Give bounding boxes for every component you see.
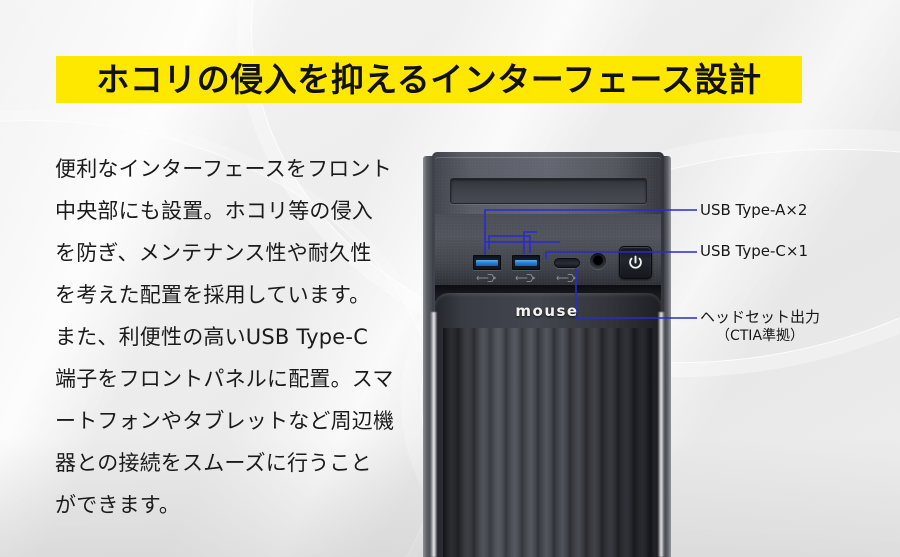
- headline-banner: ホコリの侵入を抑えるインターフェース設計: [56, 56, 802, 103]
- callout-headset-label-line1: ヘッドセット出力: [700, 308, 821, 326]
- power-button[interactable]: [619, 246, 652, 279]
- body-copy-line: ができます。: [55, 493, 181, 517]
- brand-logo: mouse: [515, 302, 579, 320]
- pc-tower-image: mouse: [423, 152, 671, 557]
- callout-headset-output: ヘッドセット出力 （CTIA準拠）: [700, 307, 820, 346]
- body-copy-line: 端子をフロントパネルに配置。スマ: [55, 367, 394, 391]
- body-copy-line: を考えた配置を採用しています。: [55, 283, 371, 307]
- tower-left-edge: [423, 156, 434, 557]
- superspeed-usb-icon: [556, 274, 576, 282]
- usb-type-a-port-1: [473, 255, 501, 270]
- tower-left-highlight: [430, 312, 437, 557]
- callout-usb-type-a-label: USB Type-A×2: [700, 201, 808, 219]
- power-icon: [629, 255, 642, 269]
- body-copy-line: 器との接続をスムーズに行うこと: [55, 451, 372, 475]
- body-copy-line: ートフォンやタブレットなど周辺機: [55, 409, 395, 433]
- body-copy-line: また、利便性の高いUSB Type-C: [55, 325, 369, 349]
- body-copy: 便利なインターフェースをフロント 中央部にも設置。ホコリ等の侵入 を防ぎ、メンテ…: [55, 148, 405, 526]
- body-copy-line: を防ぎ、メンテナンス性や耐久性: [55, 241, 372, 265]
- body-copy-line: 便利なインターフェースをフロント: [55, 157, 392, 181]
- body-copy-line: 中央部にも設置。ホコリ等の侵入: [55, 199, 373, 223]
- callout-headset-label-line2: （CTIA準拠）: [715, 328, 805, 345]
- body-copy-paragraph: 便利なインターフェースをフロント 中央部にも設置。ホコリ等の侵入 を防ぎ、メンテ…: [55, 148, 405, 526]
- tower-right-highlight: [658, 312, 665, 557]
- optical-drive-slot: [450, 178, 647, 204]
- superspeed-usb-icon: [515, 274, 535, 282]
- callout-usb-type-c-label: USB Type-C×1: [700, 242, 809, 260]
- usb-type-c-port: [554, 258, 580, 268]
- callout-usb-type-a: USB Type-A×2: [700, 200, 807, 220]
- superspeed-usb-icon: [476, 274, 496, 282]
- ventilation-fins: [443, 328, 653, 557]
- callout-usb-type-c: USB Type-C×1: [700, 241, 808, 261]
- tower-right-edge: [662, 156, 671, 557]
- headset-jack-port: [590, 253, 606, 269]
- usb-type-a-port-2: [512, 255, 540, 270]
- headline-text: ホコリの侵入を抑えるインターフェース設計: [96, 60, 762, 99]
